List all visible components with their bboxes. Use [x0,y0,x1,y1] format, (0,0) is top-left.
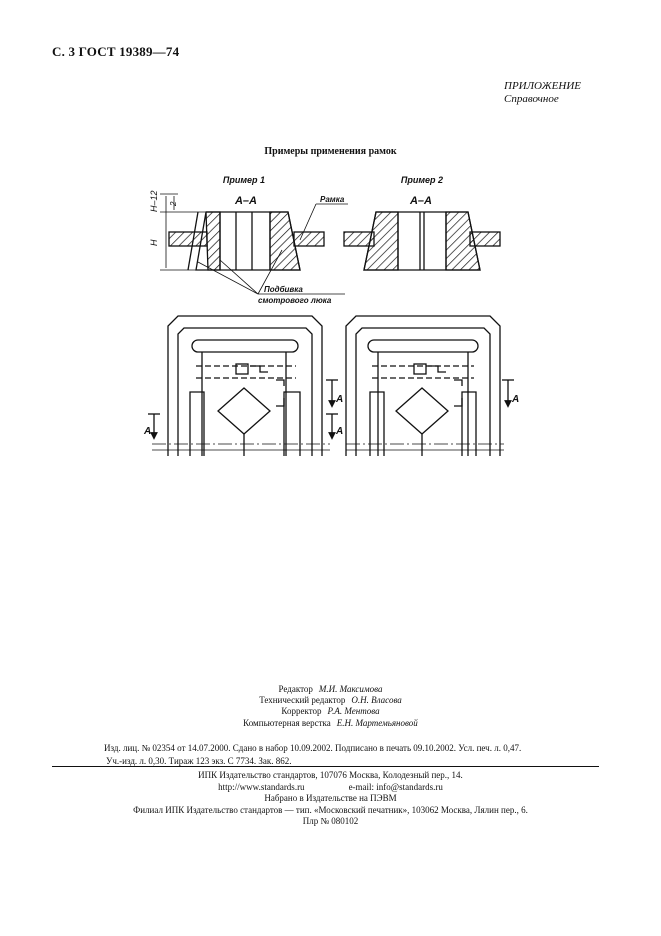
section-view-2: Пример 2 А–А [343,175,501,271]
imprint-line4: Филиал ИПК Издательство стандартов — тип… [133,804,528,815]
frame-callout: Рамка [320,195,345,204]
plan-view-2 [345,315,514,456]
publishing-line2: Уч.-изд. л. 0,30. Тираж 123 экз. С 7734.… [106,756,292,766]
leader-callout-line2: смотрового люка [258,296,332,305]
dim-height: Н [149,239,159,246]
left-wall [205,211,221,271]
appendix-type: Справочное [504,93,559,105]
outer-frame-2 [345,315,501,456]
divider-rule [52,766,599,767]
imprint-contacts: http://www.standards.ru e-mail: info@sta… [0,782,661,794]
example2-label: Пример 2 [401,175,443,185]
dim-top-sub: 2 [169,201,178,207]
imprint-line1: ИПК Издательство стандартов, 107076 Моск… [198,770,463,780]
example1-label: Пример 1 [223,175,265,185]
publishing-info: Изд. лиц. № 02354 от 14.07.2000. Сдано в… [104,742,521,768]
figure-title: Примеры применения рамок [264,146,397,157]
dim-top: Н–12 [149,190,159,212]
section-mark-a3: А [335,426,343,437]
section-mark-a4: А [511,394,519,405]
imprint-line3: Набрано в Издательстве на ПЭВМ [264,793,397,803]
section-label-1: А–А [234,195,257,207]
page-header: С. 3 ГОСТ 19389—74 [52,44,180,59]
imprint-line5: Плр № 080102 [302,816,359,826]
right-flange [293,231,325,247]
top-bar [191,339,299,353]
diamond-hatch [217,387,271,435]
outer-frame [167,315,323,456]
leader-callout-line1: Подбивка [264,285,303,294]
section-mark-a1: А [143,426,151,437]
appendix-title: ПРИЛОЖЕНИЕ [504,80,581,92]
section-mark-a2: А [335,394,343,405]
appendix-block: ПРИЛОЖЕНИЕ Справочное [504,80,581,106]
imprint-block: ИПК Издательство стандартов, 107076 Моск… [0,770,661,828]
imprint-email[interactable]: e-mail: info@standards.ru [348,781,443,792]
section-label-2: А–А [409,195,432,207]
technical-drawing: Пример 1 А–А Н–12 2 Н Рамка Подбивка смо… [143,175,519,456]
publishing-line1: Изд. лиц. № 02354 от 14.07.2000. Сдано в… [104,743,522,753]
plan-view-1 [148,315,338,456]
section-view-1: Пример 1 А–А [160,175,348,295]
imprint-website[interactable]: http://www.standards.ru [218,781,305,792]
